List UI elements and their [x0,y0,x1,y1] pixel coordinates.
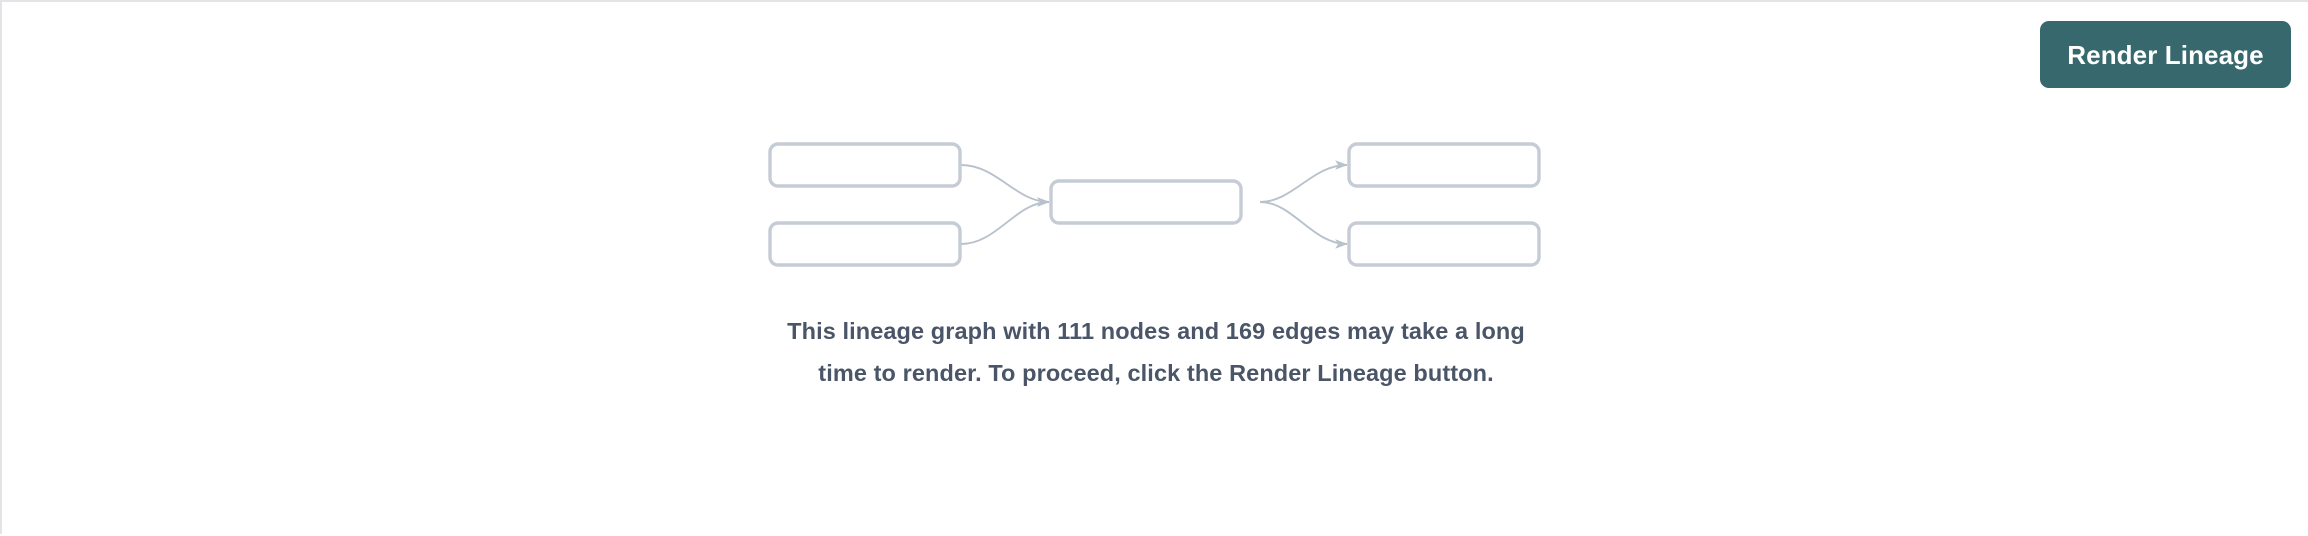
lineage-node-focus [1049,179,1243,225]
lineage-toolbar: Render Lineage [2040,21,2291,88]
lineage-node-downstream-2 [1347,221,1541,267]
lineage-warning-message: This lineage graph with 111 nodes and 16… [787,318,1525,386]
lineage-edges-right [1259,160,1348,249]
render-lineage-button[interactable]: Render Lineage [2040,21,2291,88]
lineage-graph-placeholder-icon [768,142,1541,267]
lineage-node-downstream-1 [1347,142,1541,188]
lineage-node-upstream-2 [768,221,962,267]
lineage-edges-left [960,164,1050,245]
lineage-node-upstream-1 [768,142,962,188]
lineage-node-group [768,142,1541,267]
